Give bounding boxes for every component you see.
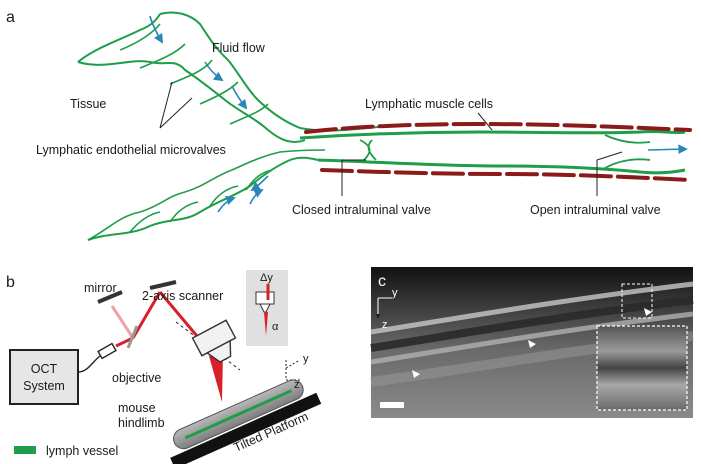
microvalve-leader <box>159 81 193 129</box>
oct-layer-bright-2 <box>370 311 694 365</box>
upper-tissue-boundary <box>77 13 306 143</box>
fiber-collimator <box>97 342 117 360</box>
label-fluid-flow: Fluid flow <box>212 41 266 55</box>
legend-swatch <box>14 446 36 454</box>
valve-marker-2 <box>528 340 536 348</box>
label-closed-valve: Closed intraluminal valve <box>292 203 431 217</box>
open-valve-leaflets <box>604 134 651 169</box>
panel-b: b OCT System mirror 2-axis scanner objec… <box>6 270 322 464</box>
closed-valve-leader <box>341 159 366 196</box>
label-mouse-line1: mouse <box>118 401 156 415</box>
flow-arrow-6 <box>249 189 264 205</box>
lower-outer-wall <box>87 149 326 241</box>
mirror <box>97 290 123 304</box>
label-mirror: mirror <box>84 281 117 295</box>
axis-c-y: y <box>392 287 398 299</box>
scale-bar <box>380 402 404 408</box>
panel-c: c y z <box>370 267 694 418</box>
flow-arrow-5 <box>217 195 236 213</box>
reference-beam <box>110 305 135 339</box>
upper-outer-wall <box>159 11 391 132</box>
oct-label-line2: System <box>23 379 65 393</box>
zoom-inset <box>596 325 688 411</box>
optical-fiber <box>77 355 101 373</box>
inset-focus <box>264 312 268 336</box>
axis-b-y: y <box>303 353 309 365</box>
axis-b-y-line <box>285 359 301 369</box>
closed-valve-leaflets <box>359 139 377 161</box>
axis-c-z: z <box>382 319 388 331</box>
oct-system-box <box>9 349 79 405</box>
leader-lines-a <box>159 81 623 196</box>
lower-tissue-boundary <box>87 156 319 241</box>
muscle-cells-upper <box>304 121 692 134</box>
inset-objective <box>255 291 275 305</box>
open-valve-leader <box>596 151 623 196</box>
inset-alpha: α <box>272 321 279 333</box>
scanner-mirror <box>149 280 177 290</box>
axes-b-dashed <box>285 360 300 381</box>
oct-label-line1: OCT <box>31 362 58 376</box>
tilted-platform <box>170 392 322 464</box>
tilted-setup <box>170 379 322 464</box>
valve-marker-3 <box>644 308 652 316</box>
upper-inner-flap <box>119 23 269 125</box>
panel-a-letter: a <box>6 9 15 26</box>
flow-arrow-3 <box>231 85 248 110</box>
panel-b-letter: b <box>6 274 15 291</box>
fluid-flow-arrows <box>149 15 688 213</box>
panel-a: a <box>6 9 692 241</box>
label-microvalves: Lymphatic endothelial microvalves <box>36 143 226 157</box>
lower-inner-flaps <box>129 169 273 233</box>
lymph-vessel-line <box>184 389 292 440</box>
label-mouse-line2: hindlimb <box>118 416 165 430</box>
label-muscle-cells: Lymphatic muscle cells <box>365 97 493 111</box>
inset-dy: Δy <box>260 272 273 284</box>
muscle-cells-lower <box>320 168 692 182</box>
legend-label: lymph vessel <box>46 444 118 458</box>
oct-vessel-lumen <box>370 296 694 352</box>
label-tissue: Tissue <box>70 97 106 111</box>
label-scanner: 2-axis scanner <box>142 289 223 303</box>
vessel-lower-wall <box>317 158 686 175</box>
panel-c-letter: c <box>378 273 386 290</box>
muscle-leader <box>477 112 493 131</box>
beam-splitter <box>126 325 139 349</box>
oct-layer-bright-1 <box>370 281 694 335</box>
flow-arrow-4 <box>250 175 269 192</box>
flow-arrow-1 <box>149 15 163 44</box>
zoom-region <box>621 283 653 319</box>
lymph-vessel-diagram <box>77 11 692 241</box>
valve-marker-1 <box>412 370 420 378</box>
axis-b-z: z <box>294 379 300 391</box>
focused-beam <box>209 352 223 402</box>
label-objective: objective <box>112 371 161 385</box>
optical-axis <box>175 321 241 371</box>
flow-arrow-out <box>647 144 688 155</box>
vessel-upper-wall <box>299 129 686 140</box>
axes-c <box>378 297 392 318</box>
beam-to-scanner <box>131 291 162 339</box>
label-open-valve: Open intraluminal valve <box>530 203 661 217</box>
beam-to-objective <box>158 291 204 343</box>
flow-arrow-2 <box>204 61 224 82</box>
objective-lens <box>191 319 237 363</box>
